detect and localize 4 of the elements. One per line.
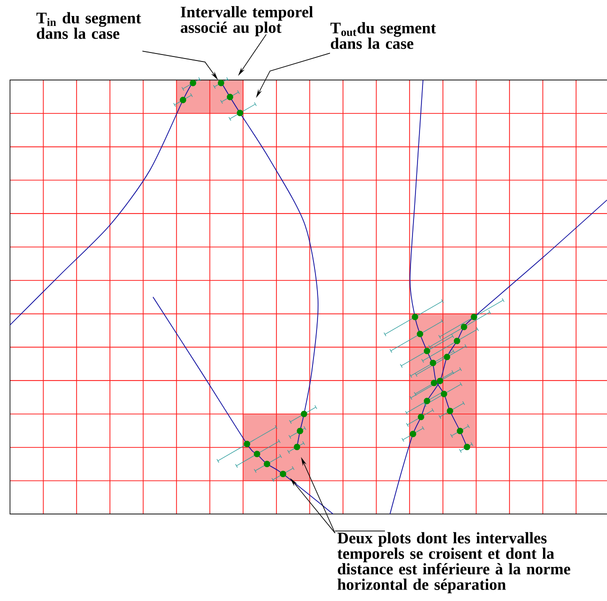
annotation-text: T$_{out}$du segment dans la case — [330, 22, 436, 49]
annotation-text: Deux plots dont les intervalles temporels se croisent et dont la distance est inférieure à la norme horizontal de séparation — [337, 532, 570, 594]
annotation-text: Intervalle temporel associé au plot — [180, 6, 313, 36]
annotation-text: T$_{in}$ du segment dans la case — [36, 12, 142, 39]
